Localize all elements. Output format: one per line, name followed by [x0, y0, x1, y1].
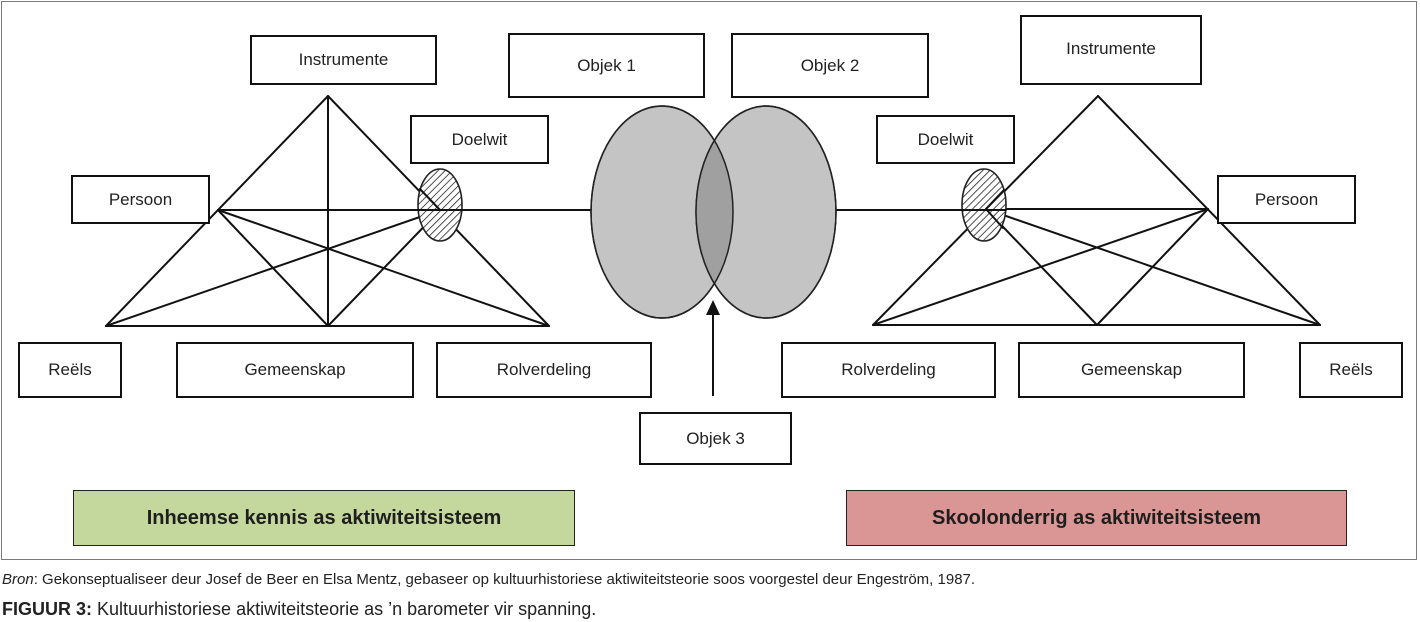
- right-reels-label: Reëls: [1329, 360, 1373, 379]
- left-goal-hatched-ellipse: [417, 168, 463, 242]
- left-persoon-label: Persoon: [108, 189, 173, 209]
- figure-frame: [1, 1, 1417, 560]
- left-edge-object-rules: [105, 209, 441, 327]
- left-instrumente-label: Instrumente: [298, 50, 389, 69]
- left-reels-label: Reëls: [48, 360, 92, 379]
- right-doelwit-label: Doelwit: [917, 129, 974, 149]
- left-rolverdeling-label: Rolverdeling: [496, 360, 592, 379]
- left-instrumente-box: Instrumente: [250, 35, 437, 85]
- right-persoon-box: Persoon: [1217, 175, 1356, 224]
- left-activity-triangle: [105, 95, 593, 327]
- figure-caption: FIGUUR 3: Kultuurhistoriese aktiwiteitst…: [2, 599, 596, 620]
- left-rolverdeling-box: Rolverdeling: [436, 342, 652, 398]
- right-system-banner-label: Skoolonderrig as aktiwiteitsisteem: [932, 506, 1261, 529]
- right-edge-subject-division: [872, 208, 1209, 326]
- right-edge-outer-right: [1097, 95, 1321, 326]
- source-caption-label: Bron: [2, 571, 34, 588]
- right-goal-hatched-ellipse: [961, 168, 1007, 242]
- objek3-label: Objek 3: [686, 428, 745, 448]
- object-overlap-region: [695, 140, 733, 283]
- right-system-banner: Skoolonderrig as aktiwiteitsisteem: [846, 490, 1347, 546]
- objek3-arrow: [706, 300, 720, 396]
- figure-caption-label: FIGUUR 3:: [2, 599, 92, 619]
- objek3-box: Objek 3: [639, 412, 792, 465]
- objek1-box: Objek 1: [508, 33, 705, 98]
- right-instrumente-label: Instrumente: [1066, 39, 1156, 58]
- left-doelwit-label: Doelwit: [451, 129, 508, 149]
- left-doelwit-box: Doelwit: [410, 115, 549, 164]
- right-reels-box: Reëls: [1299, 342, 1403, 398]
- right-persoon-label: Persoon: [1254, 189, 1319, 209]
- source-caption-text: : Gekonseptualiseer deur Josef de Beer e…: [33, 571, 976, 588]
- left-edge-outer-left: [105, 95, 329, 327]
- right-rolverdeling-label: Rolverdeling: [841, 360, 936, 379]
- left-gemeenskap-label: Gemeenskap: [244, 360, 346, 379]
- activity-system-diagram: [105, 95, 1321, 396]
- left-system-banner-label: Inheemse kennis as aktiwiteitsisteem: [146, 506, 502, 529]
- left-gemeenskap-box: Gemeenskap: [176, 342, 414, 398]
- objek2-label: Objek 2: [800, 55, 860, 75]
- right-instrumente-box: Instrumente: [1020, 15, 1202, 85]
- left-edge-object-community: [327, 209, 441, 327]
- figure-caption-text: Kultuurhistoriese aktiwiteitsteorie as ’…: [92, 599, 597, 619]
- objek1-label: Objek 1: [577, 55, 636, 75]
- arrow-head-icon: [706, 300, 720, 315]
- left-reels-box: Reëls: [18, 342, 122, 398]
- right-doelwit-box: Doelwit: [876, 115, 1015, 164]
- left-persoon-box: Persoon: [71, 175, 210, 224]
- right-gemeenskap-label: Gemeenskap: [1080, 360, 1183, 379]
- right-rolverdeling-box: Rolverdeling: [781, 342, 996, 398]
- objek2-box: Objek 2: [731, 33, 929, 98]
- source-caption: Bron: Gekonseptualiseer deur Josef de Be…: [2, 571, 975, 588]
- left-system-banner: Inheemse kennis as aktiwiteitsisteem: [73, 490, 575, 546]
- right-gemeenskap-box: Gemeenskap: [1018, 342, 1245, 398]
- right-edge-subject-community: [1096, 208, 1209, 326]
